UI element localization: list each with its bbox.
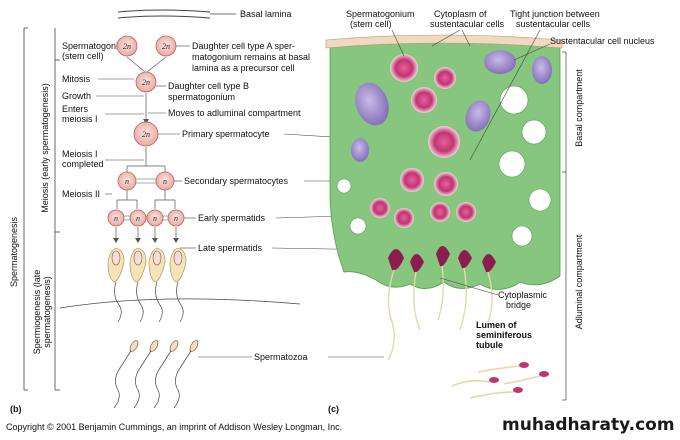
copyright-text: Copyright © 2001 Benjamin Cummings, an i… bbox=[6, 422, 342, 432]
label-meiosis-early: Meiosis (early spermatogenesis) bbox=[40, 83, 50, 213]
svg-text:n: n bbox=[125, 177, 129, 186]
label-mitosis: Mitosis bbox=[62, 74, 91, 84]
cell-secondary-spermatocyte-2: n bbox=[155, 171, 175, 191]
spermatozoa bbox=[113, 340, 199, 409]
label-meiosis-1-completed-a: Meiosis I bbox=[62, 149, 98, 159]
label-daughter-a-2: matogonium remains at basal bbox=[192, 52, 310, 62]
sustentacular-nuclei bbox=[351, 50, 552, 162]
label-basal-lamina: Basal lamina bbox=[240, 9, 292, 19]
label-growth: Growth bbox=[62, 91, 91, 101]
svg-text:n: n bbox=[174, 214, 178, 223]
label-c-spermatogonium-1: Spermatogonium bbox=[346, 9, 415, 19]
label-adluminal-compartment: Adluminal compartment bbox=[574, 234, 584, 329]
label-meiosis-2: Meiosis II bbox=[62, 189, 100, 199]
label-spermatozoa: Spermatozoa bbox=[254, 352, 308, 362]
early-spermatids: n n n n bbox=[107, 209, 185, 227]
svg-text:n: n bbox=[136, 214, 140, 223]
label-lumen-3: tubule bbox=[476, 340, 503, 350]
label-enters: Enters bbox=[62, 104, 89, 114]
panel-c: Spermatogonium (stem cell) Cytoplasm of … bbox=[325, 9, 655, 414]
label-sustentacular-nucleus: Sustentacular cell nucleus bbox=[550, 36, 655, 46]
lumen-spermatozoa bbox=[451, 362, 549, 399]
label-meiosis-1: meiosis I bbox=[62, 114, 98, 124]
cell-secondary-spermatocyte-1: n bbox=[117, 171, 137, 191]
svg-text:n: n bbox=[163, 177, 167, 186]
label-tight-junction-1: Tight junction between bbox=[510, 9, 600, 19]
label-spermatogonium: Spermatogonium bbox=[62, 41, 131, 51]
label-primary-spermatocyte: Primary spermatocyte bbox=[182, 129, 270, 139]
label-daughter-b-2: spermatogonium bbox=[168, 92, 235, 102]
label-cytoplasm-1: Cytoplasm of bbox=[434, 9, 487, 19]
label-daughter-b-1: Daughter cell type B bbox=[168, 81, 249, 91]
label-spermiogenesis-2: spermatogenesis) bbox=[42, 276, 52, 348]
label-spermatogenesis: Spermatogenesis bbox=[9, 216, 19, 287]
label-tight-junction-2: sustentacular cells bbox=[516, 19, 591, 29]
panel-b: Basal lamina Spermatogenesis Meiosis (ea… bbox=[9, 9, 431, 414]
basal-lamina bbox=[117, 9, 211, 19]
panel-letter-c: (c) bbox=[328, 404, 339, 414]
label-daughter-a-3: lamina as a precursor cell bbox=[192, 63, 295, 73]
label-early-spermatids: Early spermatids bbox=[198, 213, 266, 223]
late-spermatids bbox=[107, 247, 187, 323]
panel-letter-b: (b) bbox=[10, 404, 22, 414]
germ-cells bbox=[370, 54, 476, 228]
label-cytoplasmic-bridge-1: Cytoplasmic bbox=[498, 290, 548, 300]
svg-text:2n: 2n bbox=[142, 78, 150, 87]
svg-text:2n: 2n bbox=[123, 42, 131, 51]
label-lumen-2: seminiferous bbox=[476, 330, 532, 340]
svg-text:2n: 2n bbox=[142, 130, 150, 139]
label-basal-compartment: Basal compartment bbox=[574, 69, 584, 147]
svg-text:2n: 2n bbox=[162, 42, 170, 51]
label-stem-cell: (stem cell) bbox=[62, 51, 104, 61]
tissue-late-spermatids bbox=[388, 246, 496, 273]
label-late-spermatids: Late spermatids bbox=[198, 243, 263, 253]
label-lumen-1: Lumen of bbox=[476, 320, 517, 330]
cell-primary-spermatocyte: 2n bbox=[133, 121, 159, 147]
label-cytoplasm-2: sustentacular cells bbox=[430, 19, 505, 29]
label-secondary-spermatocytes: Secondary spermatocytes bbox=[184, 176, 289, 186]
label-c-spermatogonium-2: (stem cell) bbox=[350, 19, 392, 29]
label-moves-adluminal: Moves to adluminal compartment bbox=[168, 108, 301, 118]
watermark: muhadharaty.com bbox=[502, 415, 675, 435]
cell-spermatogonium-stem: 2n bbox=[116, 35, 138, 57]
label-cytoplasmic-bridge-2: bridge bbox=[506, 300, 531, 310]
label-meiosis-1-completed-b: completed bbox=[62, 159, 104, 169]
svg-text:n: n bbox=[114, 214, 118, 223]
label-daughter-a-1: Daughter cell type A sper- bbox=[192, 41, 295, 51]
cell-daughter-b: 2n bbox=[135, 71, 157, 93]
cell-daughter-a: 2n bbox=[155, 35, 177, 57]
label-spermiogenesis-1: Spermiogenesis (late bbox=[32, 270, 42, 355]
svg-text:n: n bbox=[153, 214, 157, 223]
